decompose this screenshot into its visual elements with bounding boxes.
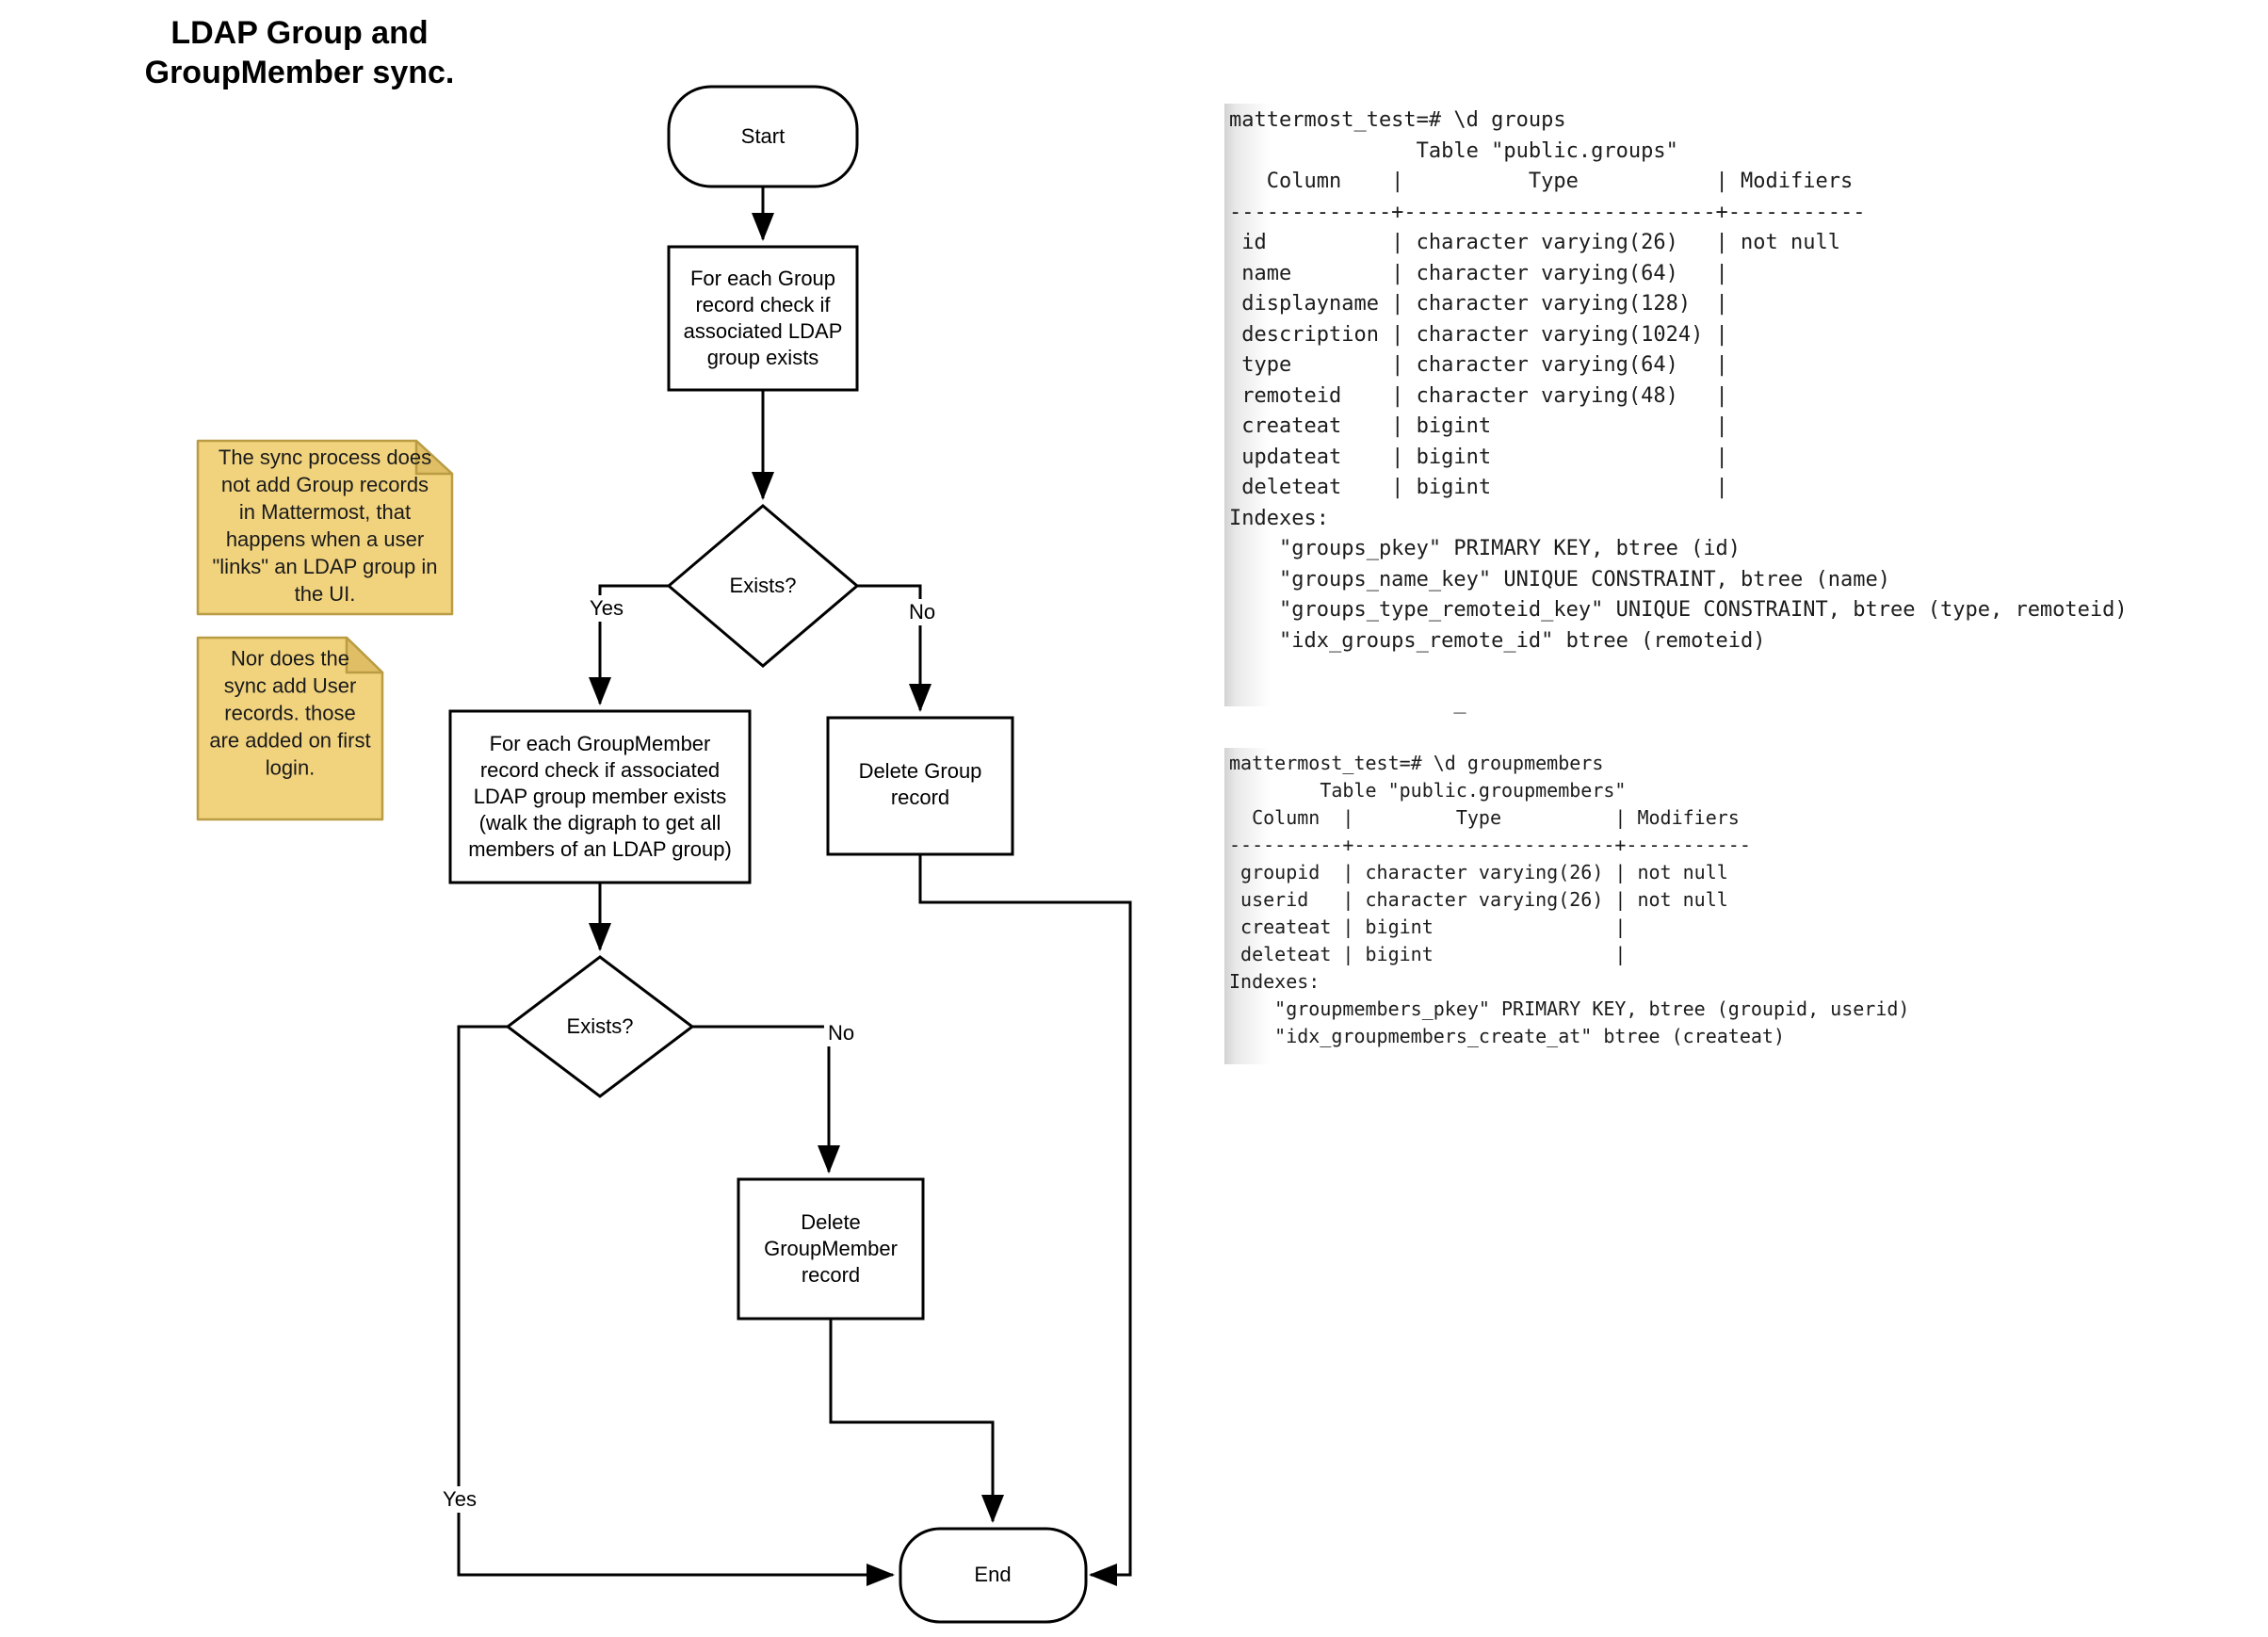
terminal-groups-edge-shading — [1224, 104, 1281, 706]
end-node-label: End — [974, 1563, 1012, 1586]
start-node-label: Start — [740, 124, 786, 148]
exists1-yes-label: Yes — [586, 595, 627, 622]
delete-group-process-label: Delete Group record — [858, 759, 982, 809]
terminal-groupmembers-edge-shading — [1224, 748, 1281, 1064]
delete-groupmember-process-label: Delete GroupMember record — [764, 1210, 898, 1287]
check-group-process-shape — [667, 245, 859, 392]
connector-delete-groupmember-to-end — [829, 1319, 1004, 1523]
exists-decision-1-label: Exists? — [729, 574, 797, 597]
connector-delete-group-to-end — [918, 854, 1132, 1586]
connector-exists1-no — [857, 584, 932, 712]
exists1-no-label: No — [904, 599, 940, 625]
sticky-note-2-shape — [196, 636, 384, 821]
page-title: LDAP Group and GroupMember sync. — [144, 15, 455, 90]
exists-decision-2-shape — [505, 955, 695, 1098]
delete-group-process-shape — [826, 716, 1014, 856]
exists-decision-1-shape — [666, 504, 860, 668]
psql-groupmembers-output: mattermost_test=# \d groupmembers Table … — [1229, 752, 1910, 1047]
check-groupmember-process-label: For each GroupMember record check if ass… — [468, 732, 732, 861]
connector-exists2-yes-to-end — [457, 1025, 895, 1586]
sticky-note-1-shape — [196, 439, 454, 616]
exists-decision-2-label: Exists? — [566, 1014, 634, 1038]
start-node-shape — [667, 85, 859, 188]
sticky-note-1-text: The sync process does not add Group reco… — [212, 446, 438, 606]
psql-groups-output: mattermost_test=# \d groups Table "publi… — [1229, 108, 2128, 714]
connector-exists2-no — [692, 1025, 840, 1174]
check-groupmember-process-shape — [448, 709, 752, 884]
delete-groupmember-process-shape — [737, 1177, 925, 1321]
sticky-note-2-fold — [345, 636, 384, 674]
exists2-no-label: No — [823, 1020, 859, 1046]
exists2-yes-label: Yes — [439, 1486, 480, 1513]
connector-exists1-yes — [589, 584, 669, 705]
end-node-shape — [899, 1527, 1088, 1624]
sticky-note-2-text: Nor does the sync add User records. thos… — [209, 646, 371, 780]
check-group-process-label: For each Group record check if associate… — [683, 267, 843, 369]
sticky-note-1-fold — [414, 439, 454, 476]
